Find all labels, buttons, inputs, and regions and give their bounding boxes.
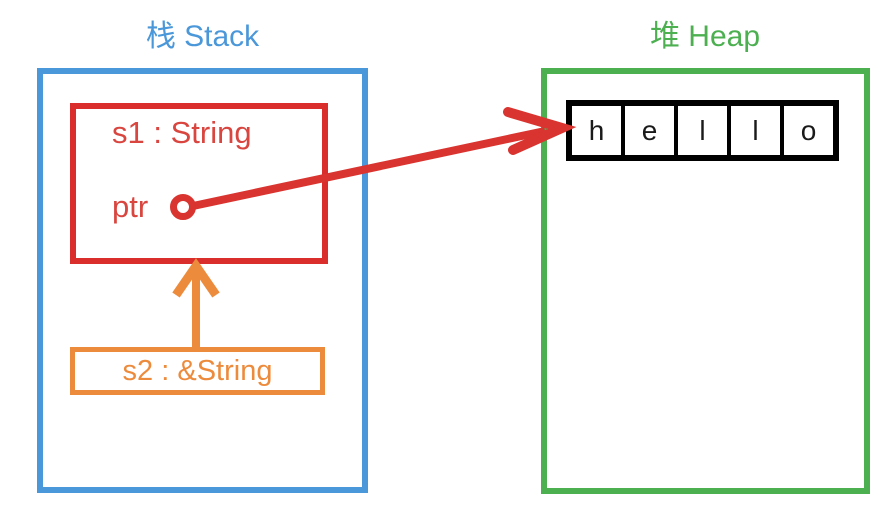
stack-region-title: 栈 Stack [145, 20, 260, 53]
s1-type-label: s1 : String [112, 115, 252, 150]
heap-char-cell: e [625, 106, 674, 155]
s2-reference-box: s2 : &String [70, 347, 325, 395]
heap-region-title: 堆 Heap [649, 20, 761, 53]
heap-char-cell: o [784, 106, 833, 155]
heap-char-cell: h [572, 106, 621, 155]
s2-type-label: s2 : &String [122, 354, 273, 387]
heap-char-cell: l [731, 106, 780, 155]
s1-ptr-field-label: ptr [112, 189, 149, 224]
heap-char-cell: l [678, 106, 727, 155]
